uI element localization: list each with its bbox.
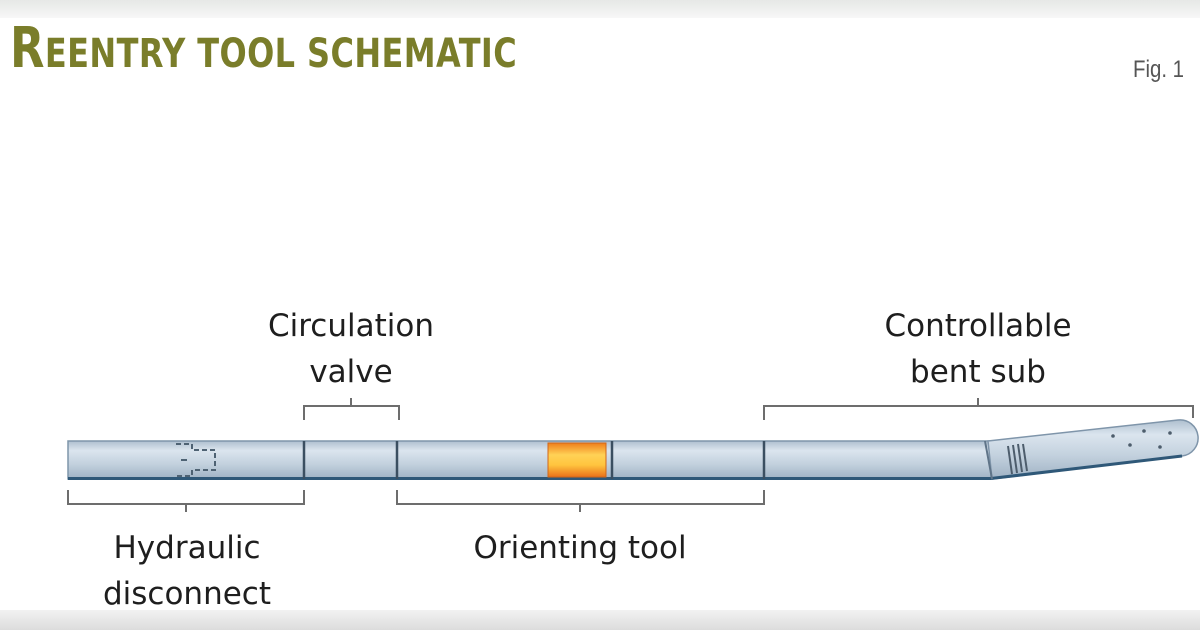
top-border-strip (0, 0, 1200, 18)
bent-sub-tip (987, 419, 1199, 480)
bracket-controllable-bent-sub (763, 398, 1194, 420)
orienting-tool-band (547, 442, 607, 478)
label-circulation-valve-line2: valve (309, 354, 393, 390)
figure-title: REENTRY TOOL SCHEMATIC (10, 16, 517, 81)
label-orienting-tool-line1: Orienting tool (473, 530, 687, 566)
bent-sub-dots (1111, 429, 1172, 449)
label-orienting-tool: Orienting tool (420, 525, 740, 571)
bent-sub-bend-joint (984, 440, 993, 480)
figure-number: Fig. 1 (1133, 56, 1185, 83)
tool-string-body (67, 440, 992, 480)
label-hydraulic-disconnect: Hydraulic disconnect (70, 525, 304, 617)
label-controllable-bent-sub: Controllable bent sub (848, 303, 1108, 395)
title-initial: R (10, 16, 45, 81)
bracket-circulation-valve (303, 398, 400, 420)
title-rest: EENTRY TOOL SCHEMATIC (44, 31, 518, 77)
label-bent-sub-line2: bent sub (910, 354, 1046, 390)
label-hydraulic-line2: disconnect (102, 576, 272, 612)
label-circulation-valve: Circulation valve (236, 303, 466, 395)
label-bent-sub-line1: Controllable (884, 308, 1072, 344)
label-hydraulic-line1: Hydraulic (113, 530, 261, 566)
label-circulation-valve-line1: Circulation (267, 308, 434, 344)
bent-sub-lower-edge (990, 454, 1183, 480)
bracket-orienting-tool (396, 490, 765, 512)
bracket-hydraulic-disconnect (67, 490, 305, 512)
hydraulic-latch-outline (176, 443, 216, 477)
bent-sub-grip-hatch (1007, 443, 1028, 475)
bottom-border-strip (0, 610, 1200, 630)
section-dividers (302, 441, 766, 479)
